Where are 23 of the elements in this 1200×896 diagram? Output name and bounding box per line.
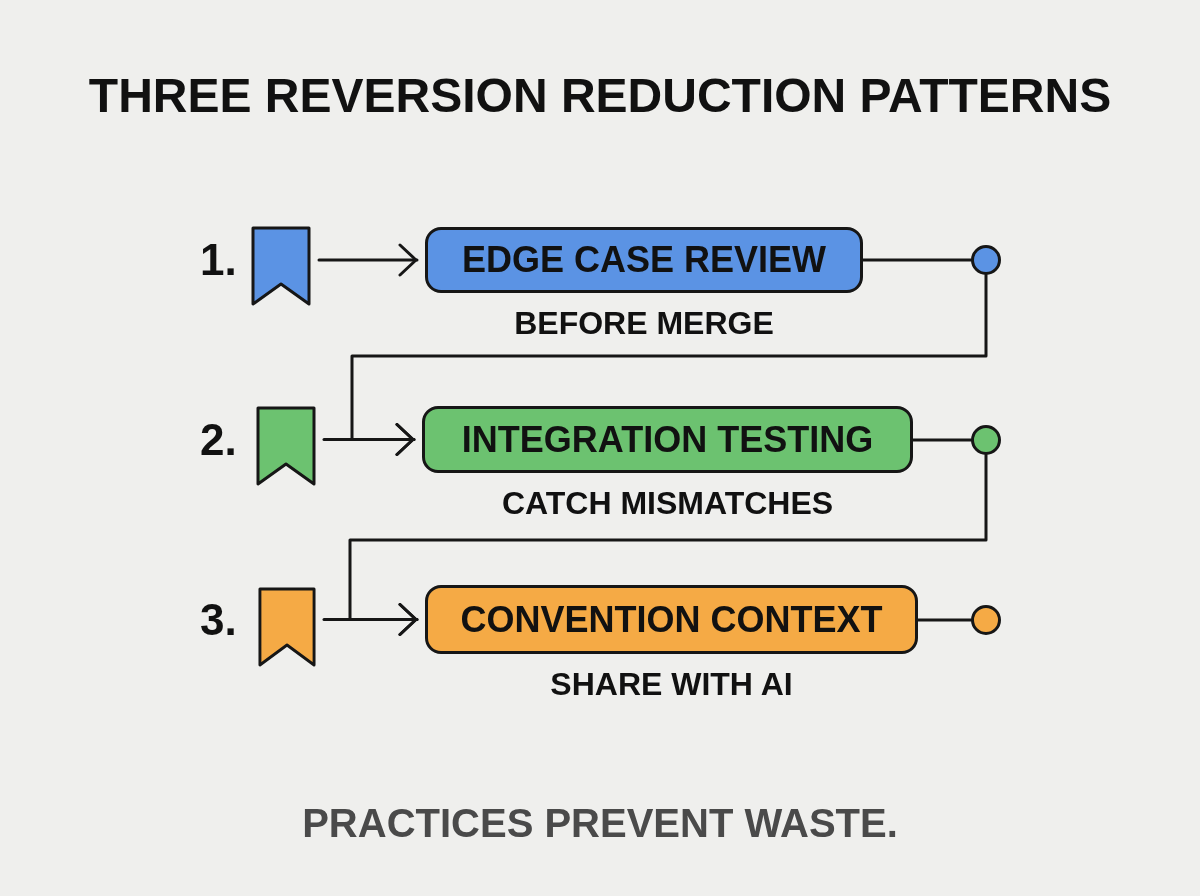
- step-subtitle: BEFORE MERGE: [513, 307, 775, 339]
- step-subtitle: SHARE WITH AI: [549, 668, 794, 700]
- connector-line: [861, 258, 973, 262]
- arrow: [322, 603, 419, 636]
- step-number: 2.: [200, 418, 237, 462]
- step-pill: [425, 227, 863, 293]
- step-number: 3.: [200, 598, 237, 642]
- end-circle: [971, 605, 1001, 635]
- caption-text: PRACTICES PREVENT WASTE.: [301, 803, 899, 843]
- end-circle: [971, 425, 1001, 455]
- arrow: [317, 243, 419, 277]
- step-subtitle: CATCH MISMATCHES: [500, 487, 835, 519]
- end-circle: [971, 245, 1001, 275]
- step-title: INTEGRATION TESTING: [461, 421, 874, 458]
- diagram-title: THREE REVERSION REDUCTION PATTERNS: [87, 72, 1113, 120]
- step-pill: [425, 585, 918, 654]
- connector-line: [911, 438, 973, 442]
- step-number: 1.: [200, 238, 237, 282]
- step-title: EDGE CASE REVIEW: [461, 242, 827, 278]
- connector-line: [916, 618, 973, 622]
- arrow: [322, 423, 416, 456]
- step-pill: [422, 406, 913, 473]
- step-title: CONVENTION CONTEXT: [460, 601, 883, 638]
